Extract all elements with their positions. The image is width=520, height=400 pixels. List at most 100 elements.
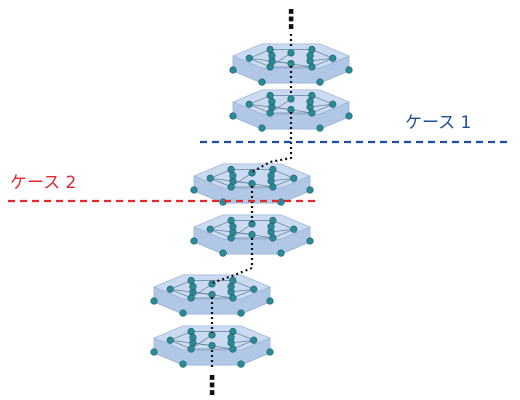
bond: [272, 177, 294, 188]
atom: [229, 276, 237, 285]
atom: [187, 294, 195, 302]
bond: [272, 220, 294, 230]
atom: [269, 165, 277, 174]
bond: [230, 172, 253, 188]
atom: [308, 63, 316, 71]
atom: [248, 179, 256, 188]
atom: [290, 174, 298, 182]
bond: [170, 331, 192, 341]
linker-chain: [251, 112, 293, 173]
atom: [269, 183, 277, 191]
bond: [271, 177, 294, 182]
bond: [249, 95, 271, 105]
atom: [268, 51, 276, 60]
bond: [190, 283, 213, 299]
bond: [231, 288, 254, 293]
case2-label: ケース 2: [10, 173, 77, 193]
atom: [266, 109, 274, 117]
bond: [269, 98, 292, 114]
atom: [166, 285, 174, 293]
atom: [269, 234, 277, 242]
atom: [250, 285, 258, 293]
bond: [210, 220, 232, 230]
linker-chain: [211, 238, 254, 285]
atom: [229, 171, 237, 180]
atom: [267, 171, 275, 180]
atom: [189, 282, 197, 291]
hex-layer: [190, 163, 314, 206]
atom: [208, 331, 216, 339]
atom: [190, 237, 198, 245]
atom: [258, 78, 266, 86]
atom: [248, 220, 256, 228]
atom: [187, 345, 195, 353]
bond: [311, 95, 333, 105]
atom: [287, 95, 295, 103]
atom: [187, 327, 195, 336]
atom: [269, 216, 277, 225]
atom: [227, 183, 235, 191]
atom: [308, 45, 316, 54]
atom: [189, 333, 197, 342]
atom: [267, 222, 275, 231]
atom: [208, 290, 216, 299]
bond: [210, 228, 232, 239]
atom: [206, 174, 214, 182]
atom: [179, 309, 187, 317]
atom: [287, 49, 295, 57]
atom: [250, 336, 258, 344]
atom: [245, 54, 253, 62]
atom: [306, 237, 314, 245]
atom: [308, 91, 316, 100]
atom: [266, 297, 274, 305]
bond: [310, 57, 333, 62]
top-ellipsis: ⋮: [278, 5, 304, 35]
bond: [311, 49, 333, 59]
atom: [329, 54, 337, 62]
bond: [271, 228, 294, 233]
bottom-ellipsis: ⋮: [199, 371, 225, 400]
atom: [316, 124, 324, 132]
atom: [179, 360, 187, 368]
atom: [248, 230, 256, 239]
bond: [210, 177, 232, 188]
atom: [229, 327, 237, 336]
atom: [227, 165, 235, 174]
bond: [232, 331, 254, 341]
atom: [266, 45, 274, 54]
atom: [277, 198, 285, 206]
hex-layer: [229, 43, 353, 86]
atom: [306, 51, 314, 60]
atom: [219, 198, 227, 206]
atom: [306, 97, 314, 106]
bond: [170, 339, 192, 350]
atom: [190, 186, 198, 194]
interlayer-linkers: [210, 34, 293, 370]
bond: [170, 280, 192, 290]
bond: [170, 288, 192, 299]
atom: [277, 249, 285, 257]
atom: [237, 360, 245, 368]
atom: [266, 348, 274, 356]
atom: [150, 297, 158, 305]
hex-layer: [190, 214, 314, 257]
atom: [227, 333, 235, 342]
bond: [272, 228, 294, 239]
atom: [287, 59, 295, 68]
atom: [219, 249, 227, 257]
atom: [306, 186, 314, 194]
atom: [345, 66, 353, 74]
bond: [269, 52, 292, 68]
case1-label: ケース 1: [405, 113, 472, 133]
atom: [227, 234, 235, 242]
atom: [229, 66, 237, 74]
bond: [230, 223, 253, 239]
atom: [229, 112, 237, 120]
bond: [310, 103, 333, 108]
atom: [268, 97, 276, 106]
bond: [311, 57, 333, 68]
bond: [232, 288, 254, 299]
atom: [206, 225, 214, 233]
bond: [231, 339, 254, 344]
